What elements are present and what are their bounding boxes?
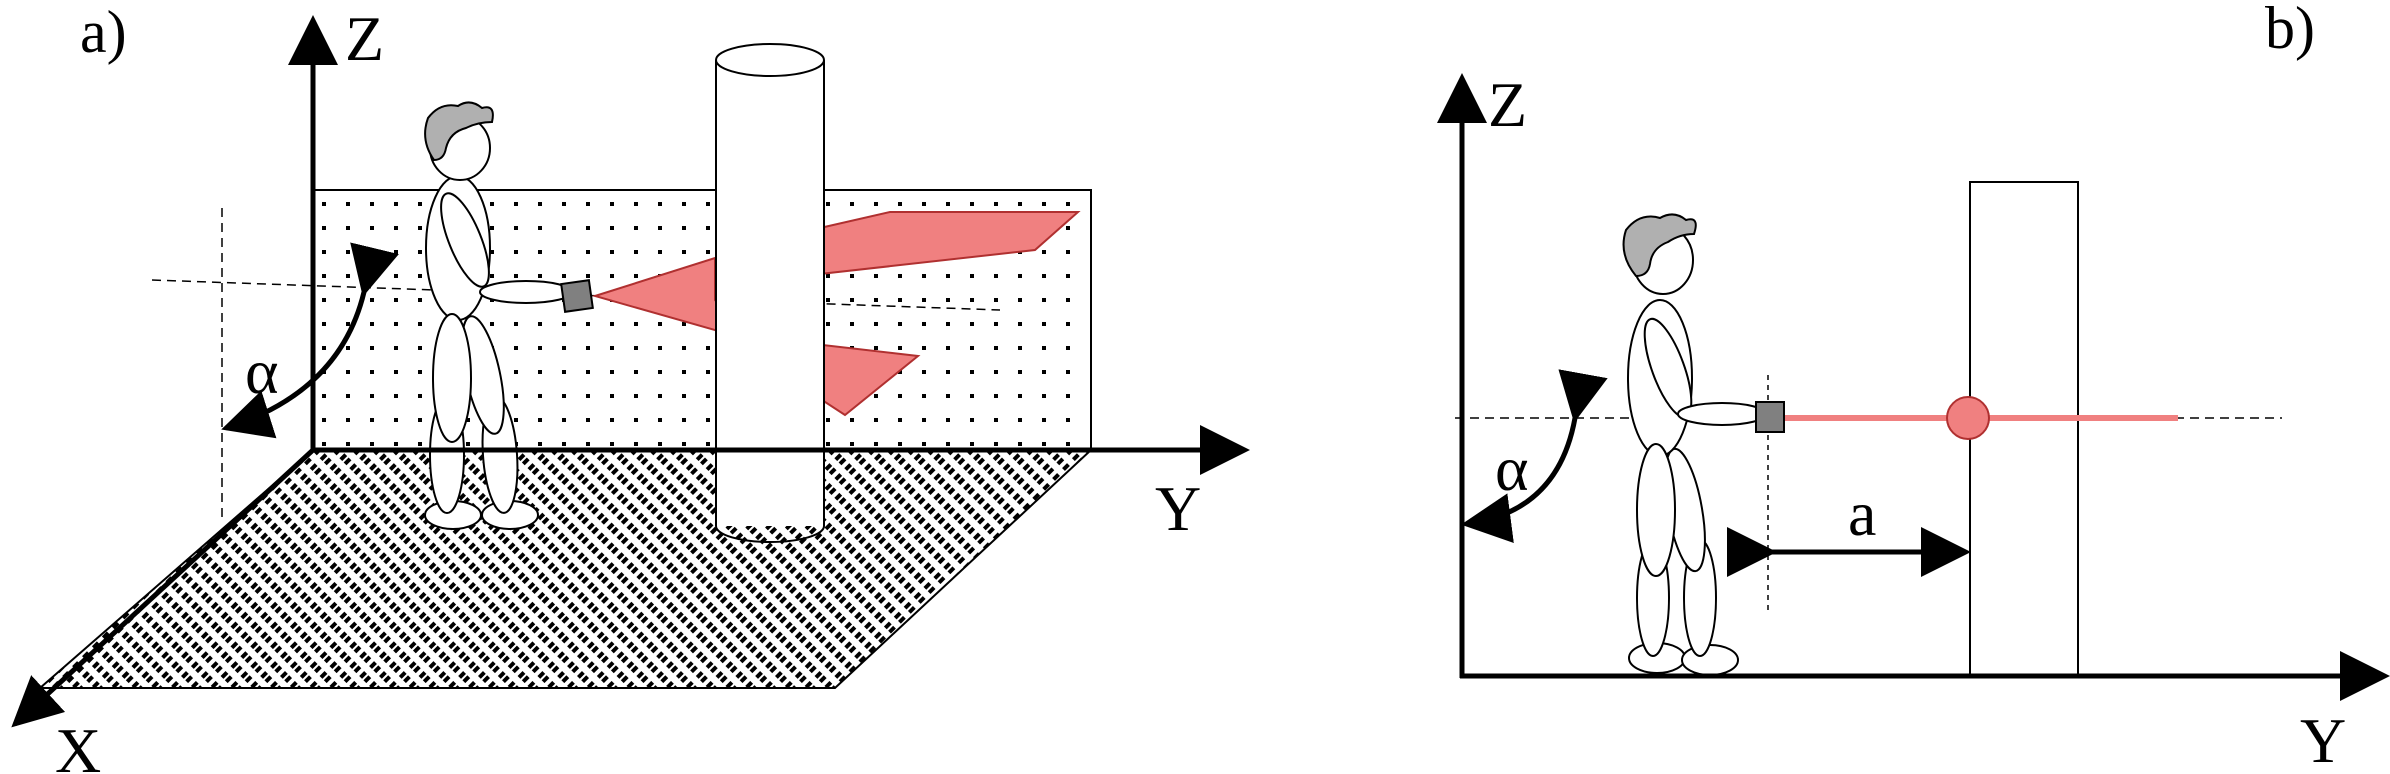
panel-b-label: b) [2265, 0, 2315, 61]
person-b-right-foot [1681, 644, 1739, 676]
person-figure-b [1622, 213, 1785, 676]
laser-device-b [1755, 401, 1785, 433]
laser-device-a [560, 279, 594, 313]
angle-label-a: α [245, 336, 279, 407]
obstacle-b [1969, 181, 2079, 677]
panel-a-label: a) [80, 0, 127, 65]
person-b-left-thigh [1636, 443, 1676, 577]
angle-arc-b [1461, 369, 1608, 543]
angle-arc-a [221, 242, 399, 439]
angle-label-b: α [1495, 433, 1529, 504]
laser-spot-b [1946, 396, 1990, 440]
floor-plane [37, 449, 1094, 689]
person-a-hair [424, 101, 494, 162]
axis-x-label-a: X [55, 715, 101, 774]
axis-z-label-b: Z [1488, 69, 1527, 140]
person-figure-a [424, 101, 594, 530]
cylinder-column [715, 43, 825, 543]
axis-y-label-a: Y [1155, 473, 1201, 544]
person-b-forearm [1677, 402, 1767, 426]
person-b-hair [1622, 213, 1697, 278]
panel-a: a) [11, 0, 1250, 774]
person-a-left-thigh [432, 313, 472, 443]
person-a-forearm [479, 280, 573, 304]
distance-label-b: a [1848, 478, 1876, 549]
axis-y-label-b: Y [2300, 705, 2346, 774]
axis-z-label-a: Z [345, 3, 384, 74]
panel-b: b) a Z Y [1437, 0, 2390, 774]
person-a-upper-arm [440, 192, 490, 288]
axis-x-a [11, 448, 315, 728]
